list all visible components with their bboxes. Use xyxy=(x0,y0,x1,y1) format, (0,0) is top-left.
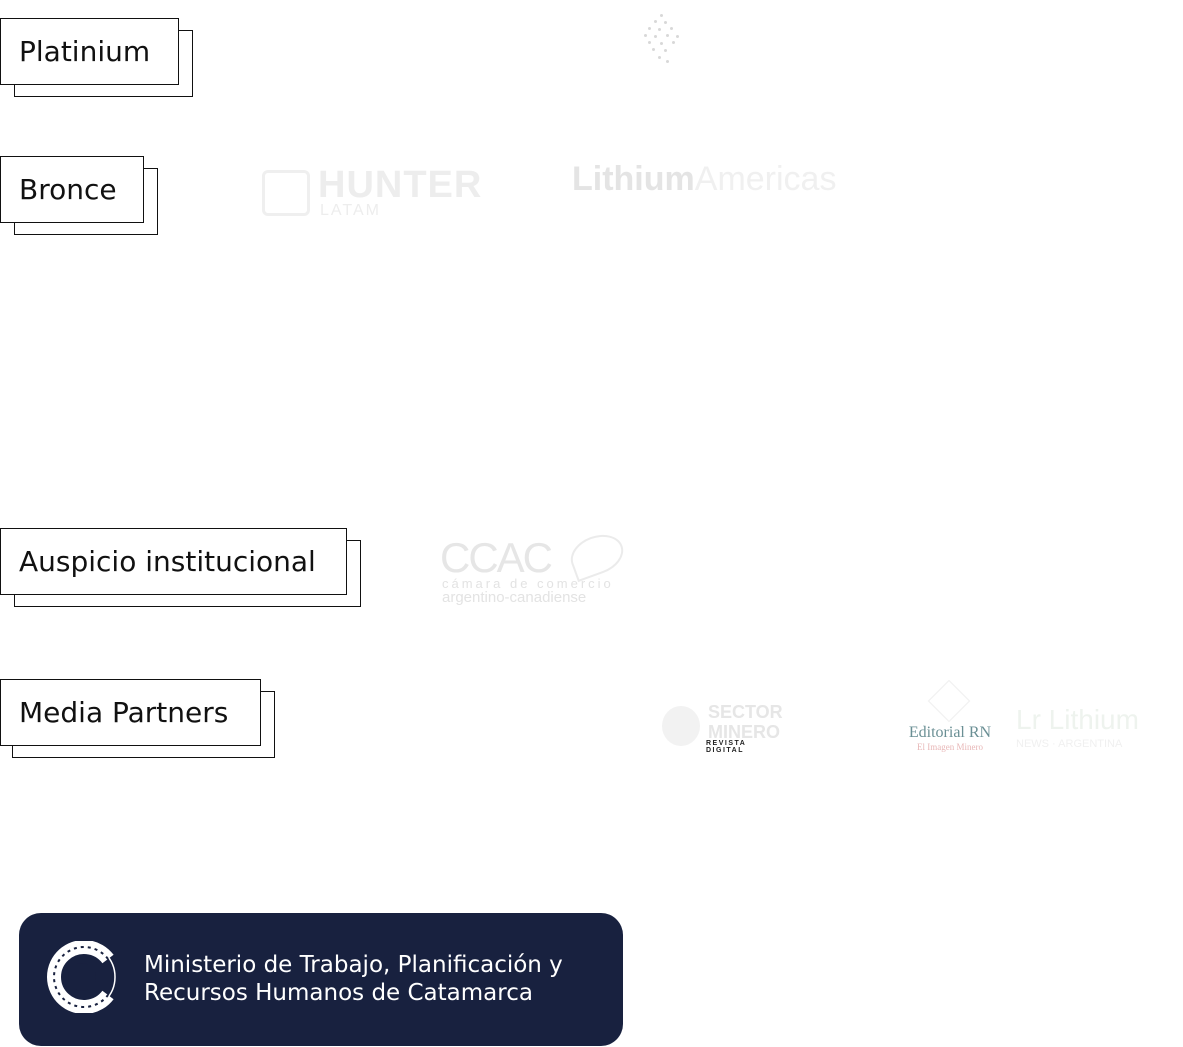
lr-news-title: Lr Lithium xyxy=(1016,704,1139,735)
tier-media: Media Partners xyxy=(0,679,275,758)
editorial-rn-logo[interactable]: Editorial RN El Imagen Minero xyxy=(900,679,1000,756)
platinium-sponsor-logo[interactable] xyxy=(640,12,684,64)
hunter-logo-name: HUNTER xyxy=(318,164,483,206)
sector-minero-tagline: REVISTA DIGITAL xyxy=(706,740,747,754)
sector-minero-title: SECTOR MINERO xyxy=(708,702,783,742)
lithium-logo-bold: Lithium xyxy=(572,160,695,198)
hunter-mark-icon xyxy=(262,170,310,216)
tier-bronce: Bronce xyxy=(0,156,158,235)
tier-auspicio: Auspicio institucional xyxy=(0,528,361,607)
ministry-name: Ministerio de Trabajo, Planificación y R… xyxy=(144,951,563,1007)
lithium-americas-logo[interactable]: LithiumAmericas xyxy=(572,160,836,199)
sector-minero-logo[interactable]: SECTOR MINERO REVISTA DIGITAL xyxy=(662,702,787,754)
hunter-latam-logo[interactable]: HUNTER LATAM xyxy=(262,164,522,220)
maple-leaf-icon xyxy=(565,527,629,583)
tier-label-bronce: Bronce xyxy=(0,156,144,223)
tier-label-media: Media Partners xyxy=(0,679,261,746)
catamarca-c-emblem-icon xyxy=(47,941,116,1013)
sector-minero-glyph-icon xyxy=(662,706,700,746)
editorial-rn-sub: El Imagen Minero xyxy=(917,742,983,752)
gem-icon xyxy=(927,679,971,723)
tier-label-platinium: Platinium xyxy=(0,18,179,85)
ccac-logo-letters: CCAC xyxy=(440,534,553,581)
sector-minero-line2: MINERO xyxy=(708,722,780,742)
ministry-name-line2: Recursos Humanos de Catamarca xyxy=(144,980,533,1006)
ministry-banner[interactable]: Ministerio de Trabajo, Planificación y R… xyxy=(19,913,623,1046)
tier-platinium: Platinium xyxy=(0,18,193,97)
lithium-logo-light: Americas xyxy=(694,160,837,198)
ccac-logo-line1: cámara de comercio xyxy=(442,576,614,591)
lr-news-sub: NEWS · ARGENTINA xyxy=(1016,738,1123,750)
editorial-rn-title: Editorial RN xyxy=(908,724,992,741)
ccac-logo[interactable]: CCAC cámara de comercio argentino-canadi… xyxy=(440,527,630,606)
sector-minero-line1: SECTOR xyxy=(708,702,783,722)
lr-news-logo[interactable]: Lr Lithium NEWS · ARGENTINA xyxy=(1016,704,1176,754)
tier-label-auspicio: Auspicio institucional xyxy=(0,528,347,595)
hunter-logo-sub: LATAM xyxy=(320,202,381,219)
ministry-name-line1: Ministerio de Trabajo, Planificación y xyxy=(144,952,563,978)
ccac-logo-line2: argentino-canadiense xyxy=(442,589,587,606)
